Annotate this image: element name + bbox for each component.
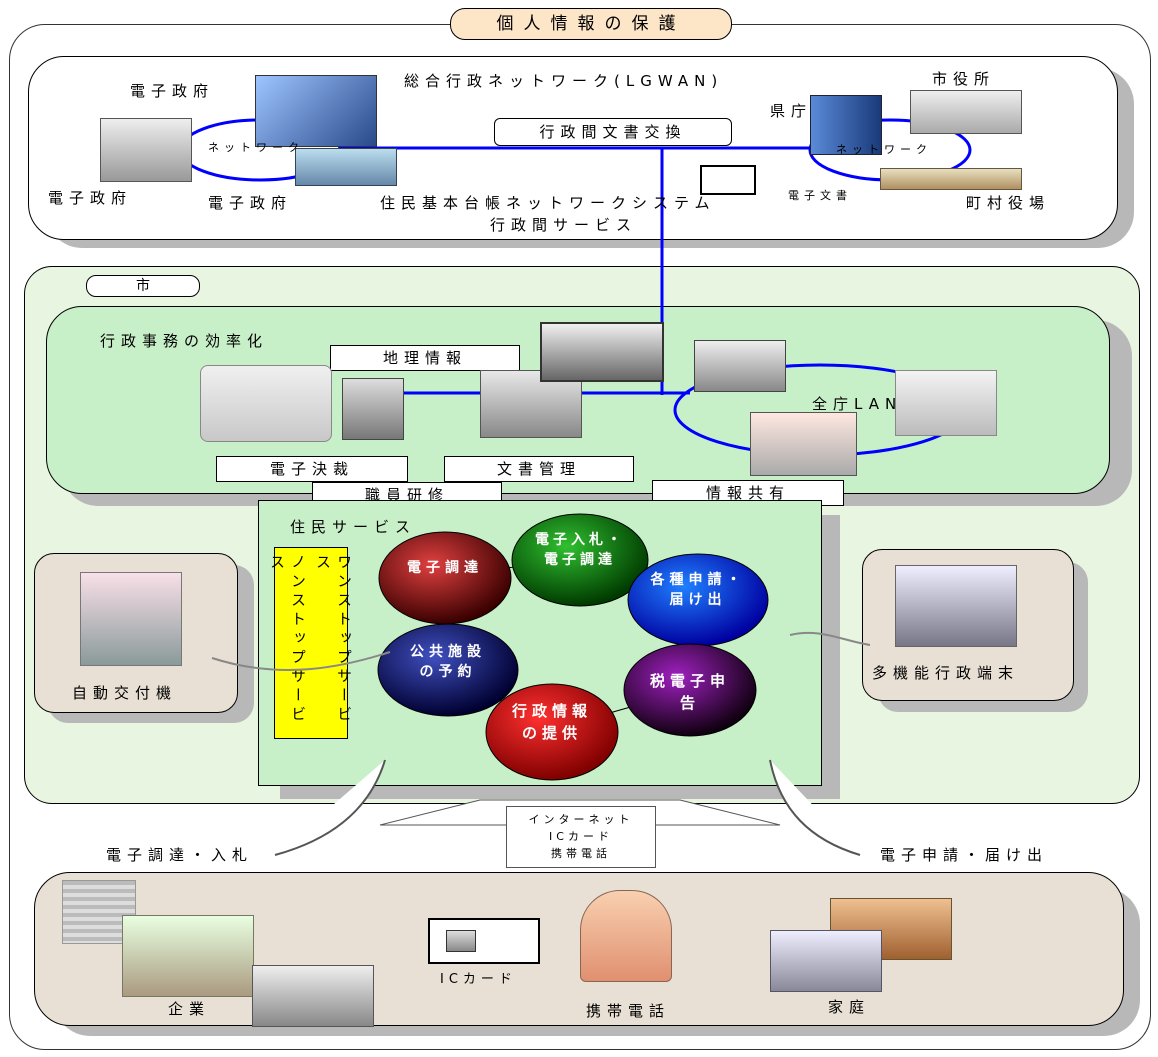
building-icon — [910, 90, 1022, 134]
efficiency-label: 行政事務の効率化 — [100, 332, 269, 350]
tax-circle — [623, 643, 757, 737]
egov-label-3: 電子政府 — [208, 194, 293, 212]
shop-clerk-icon — [122, 915, 254, 997]
applications-text: 各種申請・届け出 — [650, 572, 746, 608]
channel-internet: インターネット — [528, 813, 634, 826]
city-label-box: 市 — [86, 275, 200, 297]
info-circle — [485, 683, 619, 781]
home-user-icon — [770, 930, 882, 992]
inter-service-label: 行政間サービス — [490, 216, 638, 234]
network-label-left: ネットワーク — [208, 141, 304, 154]
left-kiosk-arrow — [211, 651, 391, 671]
building-icon — [880, 168, 1022, 190]
right-flow-arrow — [769, 759, 861, 856]
kiosk-operator-icon — [80, 572, 182, 666]
channel-box: インターネット ICカード 携帯電話 — [506, 806, 656, 868]
services-title: 住民サービス — [290, 518, 417, 536]
building-icon — [810, 95, 882, 155]
woman-pc-icon — [750, 412, 857, 476]
tax-text: 税電子申告 — [649, 672, 730, 712]
right-kiosk-label: 多機能行政端末 — [872, 664, 1020, 682]
facility-circle — [377, 623, 519, 717]
building-icon — [295, 148, 397, 186]
e-doc-label: 電子文書 — [788, 189, 852, 202]
building-icon — [100, 118, 192, 182]
info-text: 行政情報の提供 — [511, 702, 592, 742]
city-hall-label: 市役所 — [932, 70, 996, 88]
home-label: 家庭 — [828, 998, 871, 1016]
channel-mobile: 携帯電話 — [551, 847, 611, 860]
company-label: 企業 — [168, 1000, 211, 1018]
page-title-box: 個人情報の保護 — [450, 8, 732, 40]
building-icon — [255, 75, 377, 147]
lgwan-label: 総合行政ネットワーク(LGWAN) — [404, 72, 724, 90]
onestop-label: ワンストップサービス — [314, 554, 353, 725]
inter-doc-exchange-box: 行政間文書交換 — [494, 118, 732, 146]
nonstop-label: ノンストップサービス — [268, 554, 307, 725]
egov-label-1: 電子政府 — [130, 82, 215, 100]
terminal-user-icon — [895, 565, 1017, 647]
onestop-box: ワンストップサービス ノンストップサービス — [268, 547, 353, 739]
chip-icon — [446, 930, 476, 952]
page-title: 個人情報の保護 — [496, 14, 686, 34]
channel-ic-card: ICカード — [549, 830, 613, 843]
right-kiosk-arrow — [789, 631, 871, 646]
city-label: 市 — [136, 278, 150, 294]
left-kiosk-label: 自動交付機 — [72, 684, 178, 702]
business-laptop-icon — [252, 965, 374, 1027]
office-worker-icon — [200, 365, 332, 442]
phone-worker-icon — [694, 340, 786, 392]
gis-box: 地理情報 — [330, 345, 520, 371]
e-approval-box: 電子決裁 — [216, 456, 408, 482]
ic-card-label: ICカード — [440, 972, 517, 987]
ic-card-icon — [428, 918, 540, 964]
gis-screen-icon — [540, 322, 664, 382]
lan-label: 全庁LAN — [812, 395, 903, 413]
left-flow-label: 電子調達・入札 — [106, 846, 254, 864]
envelope-icon — [700, 165, 756, 195]
facility-text: 公共施設の予約 — [410, 644, 486, 680]
network-label-right: ネットワーク — [836, 143, 932, 156]
mobile-user-icon — [580, 890, 672, 982]
town-hall-label: 町村役場 — [966, 194, 1051, 212]
laptop-worker-icon — [895, 370, 997, 436]
juki-net-label: 住民基本台帳ネットワークシステム — [380, 194, 716, 212]
computer-icon — [342, 378, 404, 440]
right-flow-label: 電子申請・届け出 — [880, 846, 1049, 864]
prefecture-label: 県庁 — [770, 102, 813, 120]
bidding-circle — [511, 513, 649, 607]
doc-mgmt-box: 文書管理 — [444, 456, 634, 482]
bidding-text: 電子入札・電子調達 — [535, 532, 625, 568]
procurement-text: 電子調達 — [407, 560, 483, 576]
egov-label-2: 電子政府 — [48, 189, 133, 207]
left-flow-arrow — [274, 759, 386, 856]
mobile-label: 携帯電話 — [586, 1002, 671, 1020]
